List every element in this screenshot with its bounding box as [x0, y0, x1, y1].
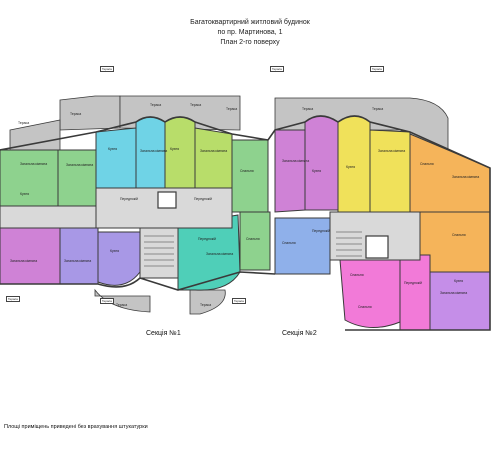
- room-label: Передпокій: [312, 229, 330, 233]
- room-label: Тераса: [150, 103, 161, 107]
- room-label: Кухня: [454, 279, 463, 283]
- room-label: Загальна кімната: [140, 149, 167, 153]
- terrace-tag: Тераса: [6, 296, 20, 302]
- footnote: Площі приміщень приведені без врахування…: [4, 424, 148, 430]
- room-label: Передпокій: [404, 281, 422, 285]
- room-label: Кухня: [312, 169, 321, 173]
- room-label: Загальна кімната: [200, 149, 227, 153]
- room-label: Передпокій: [194, 197, 212, 201]
- section-2-core: [329, 211, 421, 261]
- terrace-tag: Тераса: [100, 66, 114, 72]
- room-label: Спальня: [358, 305, 372, 309]
- room-label: Загальна кімната: [440, 291, 467, 295]
- room-label: Кухня: [108, 147, 117, 151]
- room-label: Спальня: [282, 241, 296, 245]
- room-label: Загальна кімната: [452, 175, 479, 179]
- room-label: Кухня: [170, 147, 179, 151]
- room-labels: Загальна кімната Загальна кімната Кухня …: [10, 103, 479, 309]
- title-line-1: Багатоквартирний житловий будинок: [190, 19, 310, 26]
- terrace-tag: Тераса: [232, 298, 246, 304]
- room-label: Тераса: [226, 107, 237, 111]
- outer-walls: [0, 115, 491, 331]
- room-label: Тераса: [18, 121, 29, 125]
- room-label: Спальня: [420, 162, 434, 166]
- section-1-core: [0, 187, 233, 279]
- room-label: Тераса: [190, 103, 201, 107]
- room-label: Кухня: [346, 165, 355, 169]
- room-label: Тераса: [372, 107, 383, 111]
- terrace-tag: Тераса: [100, 298, 114, 304]
- room-label: Загальна кімната: [66, 163, 93, 167]
- room-label: Кухня: [20, 192, 29, 196]
- terrace-tag: Тераса: [270, 66, 284, 72]
- room-label: Передпокій: [120, 197, 138, 201]
- room-label: Тераса: [70, 112, 81, 116]
- room-label: Загальна кімната: [206, 252, 233, 256]
- room-label: Загальна кімната: [64, 259, 91, 263]
- room-label: Загальна кімната: [282, 159, 309, 163]
- section-2-label: Секція №2: [282, 330, 317, 337]
- room-label: Передпокій: [198, 237, 216, 241]
- room-label: Загальна кімната: [10, 259, 37, 263]
- title-line-3: План 2-го поверху: [220, 39, 280, 46]
- title-line-2: по пр. Мартинова, 1: [217, 29, 283, 36]
- section-1-apartments: [0, 116, 271, 291]
- room-label: Спальня: [350, 273, 364, 277]
- room-label: Тераса: [200, 303, 211, 307]
- room-label: Тераса: [302, 107, 313, 111]
- room-label: Загальна кімната: [20, 162, 47, 166]
- section-1-label: Секція №1: [146, 330, 181, 337]
- room-label: Спальня: [452, 233, 466, 237]
- room-label: Тераса: [116, 303, 127, 307]
- terrace-tag: Тераса: [370, 66, 384, 72]
- room-label: Спальня: [246, 237, 260, 241]
- room-label: Спальня: [240, 169, 254, 173]
- room-label: Кухня: [110, 249, 119, 253]
- room-label: Загальна кімната: [378, 149, 405, 153]
